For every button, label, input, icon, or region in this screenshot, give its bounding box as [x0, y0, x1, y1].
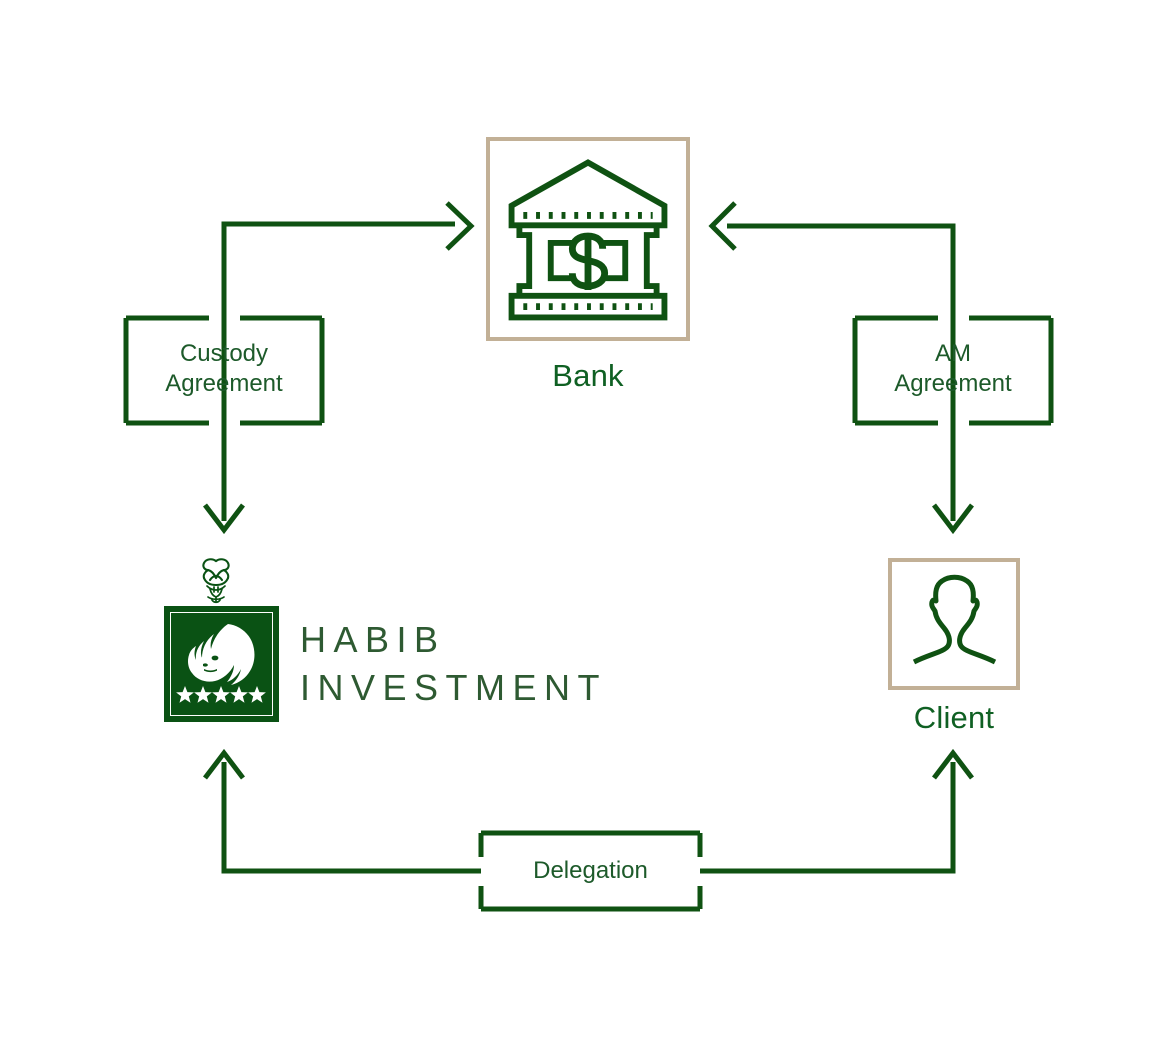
delegation-left-leg: [221, 762, 481, 874]
client-label: Client: [913, 700, 995, 735]
custody-agreement-label: Custody Agreement: [126, 339, 322, 399]
am-agreement-label: AM Agreement: [855, 339, 1051, 399]
am-agreement-line-2: Agreement: [894, 370, 1012, 397]
am-to-client-arrowhead: [932, 503, 974, 535]
delegation-to-habib-arrowhead: [203, 748, 245, 780]
delegation-right-leg: [700, 762, 956, 874]
five-stars-icon: [176, 686, 266, 703]
wordmark-line-2: INVESTMENT: [300, 667, 608, 708]
custody-to-bank-arrowhead: [445, 201, 475, 251]
bank-icon-frame: [486, 137, 690, 341]
custody-agreement-line-1: Custody: [179, 340, 269, 367]
custody-to-habib-arrowhead: [203, 503, 245, 535]
lion-head-icon: [188, 624, 255, 685]
client-icon-frame: [888, 558, 1020, 690]
habib-wordmark: HABIB INVESTMENT: [300, 616, 630, 712]
bank-label: Bank: [552, 358, 624, 393]
person-silhouette-icon: [912, 574, 997, 665]
am-to-bank-line: [727, 223, 956, 318]
habib-lion-crest-logo: [164, 606, 279, 722]
delegation-line-1: Delegation: [533, 857, 648, 884]
arabic-calligraphy-crest-icon: [202, 558, 230, 604]
bank-building-dollar-icon: [508, 159, 668, 321]
custody-agreement-line-2: Agreement: [165, 370, 283, 397]
am-agreement-line-1: AM: [935, 340, 971, 367]
habib-investment-logo: HABIB INVESTMENT: [164, 556, 614, 736]
delegation-label: Delegation: [481, 856, 700, 886]
logo-inner-border: [170, 612, 273, 716]
wordmark-line-1: HABIB: [300, 619, 446, 660]
custody-to-bank-line: [221, 221, 455, 318]
delegation-to-client-arrowhead: [932, 748, 974, 780]
am-to-bank-arrowhead: [708, 201, 737, 251]
